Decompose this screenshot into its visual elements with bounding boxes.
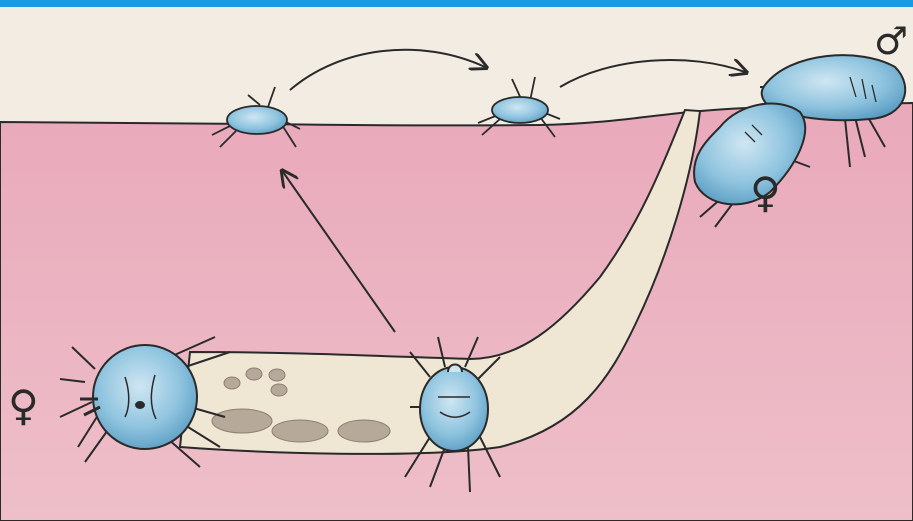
egg — [271, 384, 287, 396]
female-symbol-right: ♀ — [750, 172, 781, 214]
egg — [224, 377, 240, 389]
egg — [338, 420, 390, 442]
egg — [212, 409, 272, 433]
female-symbol-left: ♀ — [8, 385, 39, 427]
scabies-lifecycle-illustration — [0, 7, 913, 521]
top-accent-bar — [0, 0, 913, 7]
egg — [246, 368, 262, 380]
egg — [269, 369, 285, 381]
egg — [272, 420, 328, 442]
male-symbol: ♂ — [874, 22, 908, 60]
